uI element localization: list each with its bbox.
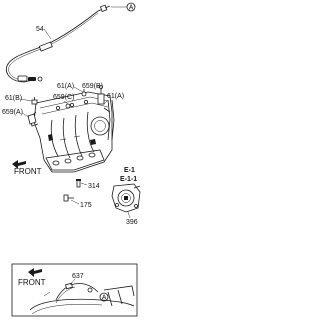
- hose-right: [107, 99, 115, 141]
- bracket-659a: [27, 113, 37, 125]
- callout-175: 175: [80, 202, 92, 209]
- throttle-body-396: [111, 183, 141, 213]
- callout-61b: 61(B): [5, 95, 22, 102]
- bracket-659b: [97, 85, 105, 105]
- intake-manifold: [29, 91, 113, 173]
- engine-code-e1-1: E-1-1: [120, 176, 137, 183]
- parts-diagram: 54 A: [0, 0, 149, 320]
- callout-396: 396: [126, 219, 138, 226]
- ref-a-top-marker: A: [111, 2, 136, 12]
- front-label-upper: FRONT: [14, 167, 42, 176]
- fitting-659c: [65, 103, 71, 109]
- bolt-314: [76, 179, 81, 188]
- ref-a-bottom-label: A: [102, 295, 107, 302]
- front-label-lower: FRONT: [18, 278, 46, 287]
- callout-54: 54: [36, 26, 44, 33]
- callout-659a: 659(A): [2, 109, 23, 116]
- cable-assembly: [5, 4, 111, 83]
- ref-a-top-label: A: [129, 5, 134, 12]
- bolt-175: [63, 194, 74, 202]
- front-indicator-upper: FRONT: [12, 160, 42, 176]
- fitting-61a-top: [81, 89, 87, 97]
- callout-659b: 659(B): [82, 83, 103, 90]
- inset-box: FRONT: [11, 263, 138, 317]
- callout-61a-top: 61(A): [57, 83, 74, 90]
- callout-659c: 659(C): [53, 94, 74, 101]
- ref-a-bottom-marker: A: [99, 292, 109, 302]
- engine-code-e1: E-1: [124, 167, 135, 174]
- fitting-61b: [31, 97, 38, 105]
- callout-637: 637: [72, 273, 84, 280]
- callout-314: 314: [88, 183, 100, 190]
- diagram-svg: 54 A: [2, 2, 141, 317]
- callout-61a-right: 61(A): [107, 93, 124, 100]
